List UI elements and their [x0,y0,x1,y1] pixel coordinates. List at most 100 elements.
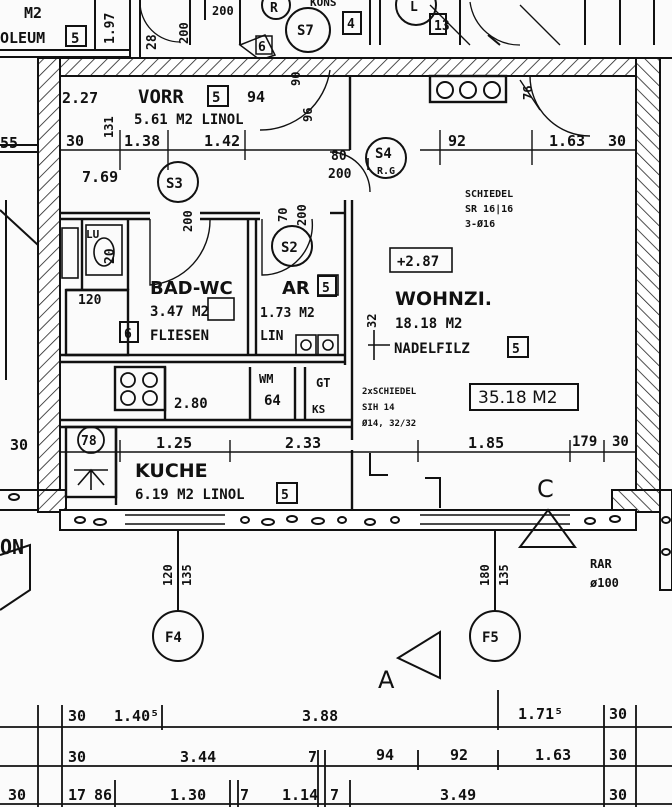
right-neighbour [659,57,672,591]
bad-area: 3.47 M2 [150,304,209,320]
row3-a: 30 [8,786,26,804]
axis-f5-v2: 135 [497,564,511,586]
wc-120: 120 [78,293,102,308]
dim-142: 1.42 [204,132,240,150]
row3-b: 17 [68,786,86,804]
dim-163: 1.63 [549,132,585,150]
top-kons: KONS [310,0,337,9]
room-labels: VORR 5 5.61 M2 LINOL BAD-WC 3.47 M2 6 FL… [119,85,558,504]
row3-g: 7 [330,786,339,804]
row3-e: 7 [240,786,249,804]
dim-90: 90 [289,72,303,86]
rar-label: RAR [590,557,612,571]
vorr-name: VORR [138,86,184,108]
bad-floor: FLIESEN [150,328,209,344]
top-28: 28 [145,34,160,50]
dim-125: 1.25 [156,434,192,452]
switch-s3: S3 [166,176,183,192]
left-neighbour [0,144,39,611]
section-arrows [177,508,577,680]
row2-a: 30 [68,748,86,766]
top-s7: S7 [297,23,314,39]
dim-179: 179 [572,434,597,450]
row2-b: 3.44 [180,748,216,766]
row1-c: 3.88 [302,707,338,725]
row1-b: 1.40⁵ [114,707,159,725]
left-on-text: ON [0,535,24,559]
bad-inner-box [207,297,235,321]
axis-f4: F4 [165,630,182,646]
counter-280: 2.80 [174,396,208,412]
section-a: A [378,666,395,694]
wc-20: 20 [103,248,118,264]
chimney2-l3: Ø14, 32/32 [361,418,416,429]
ar-area: 1.73 M2 [260,306,315,321]
wohn-level: +2.87 [397,254,439,270]
row2-d: 94 [376,746,394,764]
dim-200: 200 [328,167,352,182]
top-fragment [0,0,655,61]
row2-g: 30 [609,746,627,764]
outer-walls [37,57,661,513]
dim-131: 131 [102,116,116,138]
wohn-area: 18.18 M2 [395,316,462,332]
dim-227: 2.27 [62,89,98,107]
dim-80: 80 [331,149,347,164]
chimney-flues [436,81,501,99]
vorr-num-box [207,85,229,107]
dim-30b: 30 [608,132,626,150]
dim-200b: 200 [181,210,195,232]
dim-30c: 30 [10,436,28,454]
dim-76: 76 [521,86,535,100]
row3-c: 86 [94,786,112,804]
dim-138: 1.38 [124,132,160,150]
dim-92: 92 [448,132,466,150]
dim-chain-lines [0,690,672,807]
ks-label: KS [312,403,325,416]
row2-e: 92 [450,746,468,764]
inner-dims: 2.27 94 55 30 1.38 1.42 7.69 80 200 92 1… [0,72,629,454]
dim-30a: 30 [66,132,84,150]
wc-lu: LU [86,228,100,241]
bad-name: BAD-WC [150,278,233,299]
kuche-area: 6.19 M2 LINOL [135,487,245,503]
axis-f4-v1: 120 [161,564,175,586]
row3-i: 30 [609,786,627,804]
chimney2-l2: SIH 14 [362,403,395,413]
top-13: 13 [434,19,450,34]
row3-h: 3.49 [440,786,476,804]
gt-label: GT [316,376,330,390]
top-200b: 200 [212,4,234,18]
wohn-markers [367,158,579,411]
kuche-name: KUCHE [135,460,208,482]
dim-200c: 200 [295,204,309,226]
sink-78: 78 [81,434,97,449]
wohn-floor: NADELFILZ [394,341,470,357]
dim-70: 70 [276,208,290,222]
top-box5: 5 [71,31,79,47]
top-oleum: OLEUM [0,29,45,47]
row1-a: 30 [68,707,86,725]
dim-185: 1.85 [468,434,504,452]
wm-label: WM [259,372,273,386]
unit-total-area: 35.18 M2 [478,388,558,408]
chimney1-l2: SR 16|16 [465,204,513,215]
ar-num-box [317,275,337,297]
bad-num: 6 [124,327,132,342]
dim-30d: 30 [612,434,629,450]
top-197: 1.97 [103,13,118,44]
row1-e: 30 [609,705,627,723]
ar-floor: LIN [260,329,284,344]
vorr-num: 5 [212,90,220,106]
switch-s2: S2 [281,240,298,256]
bad-num-box [119,321,139,343]
dim-55: 55 [0,134,18,152]
top-r: R [270,1,278,16]
dim-94: 94 [247,88,265,106]
inner-dim-lines [60,130,636,462]
row1-d: 1.71⁵ [518,705,563,723]
section-c: C [537,475,554,503]
symbol-circles [152,137,521,662]
kuche-num-box [276,482,298,504]
wohn-name: WOHNZI. [395,288,492,310]
